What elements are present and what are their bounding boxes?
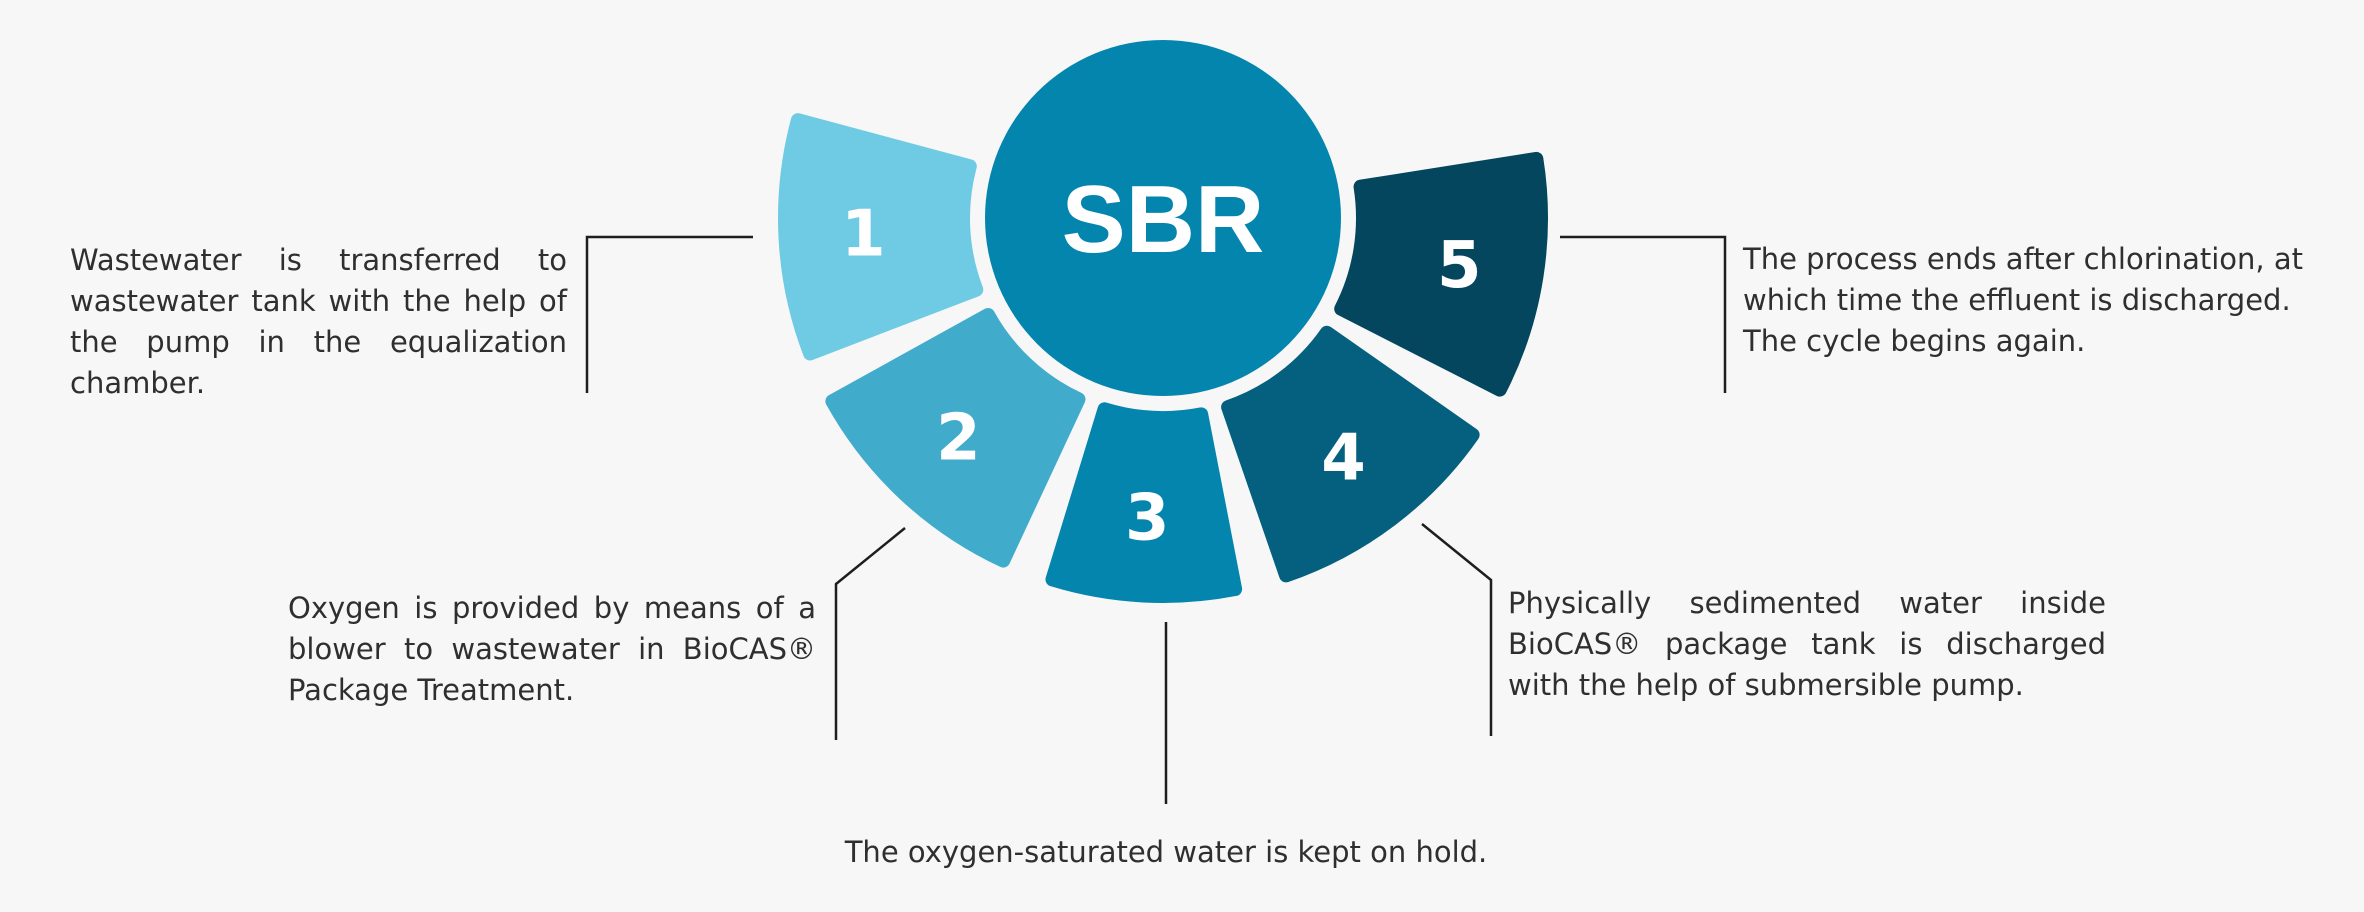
- ring-segment-step-2: [825, 307, 1086, 568]
- ring-segment-step-1: [778, 113, 984, 361]
- step-3-description: The oxygen-saturated water is kept on ho…: [844, 835, 1488, 869]
- step-1-description: Wastewater is transferred to wastewater …: [70, 243, 567, 400]
- step-4-description: Physically sedimented water inside BioCA…: [1508, 586, 2106, 702]
- step-3-number: 3: [1125, 482, 1170, 556]
- step-1-number: 1: [841, 198, 886, 272]
- sbr-center-circle: [985, 40, 1341, 396]
- ring-segments: 5 4 3 2 1: [778, 113, 1548, 603]
- step-2-description: Oxygen is provided by means of a blower …: [288, 591, 816, 707]
- step-5-number: 5: [1437, 229, 1482, 303]
- ring-segment-step-4: [1221, 325, 1480, 583]
- step-5-description: The process ends after chlorination, at …: [1743, 242, 2303, 358]
- step-2-number: 2: [936, 401, 981, 475]
- sbr-center-label: SBR: [1062, 166, 1265, 273]
- step-4-number: 4: [1321, 422, 1366, 496]
- ring-segment-step-5: [1334, 151, 1548, 397]
- connector-step-4: [1421, 523, 1493, 736]
- connector-step-1: [585, 235, 753, 393]
- connector-step-2: [834, 527, 906, 740]
- ring-segment-step-3: [1045, 402, 1243, 603]
- connector-step-5: [1560, 235, 1727, 393]
